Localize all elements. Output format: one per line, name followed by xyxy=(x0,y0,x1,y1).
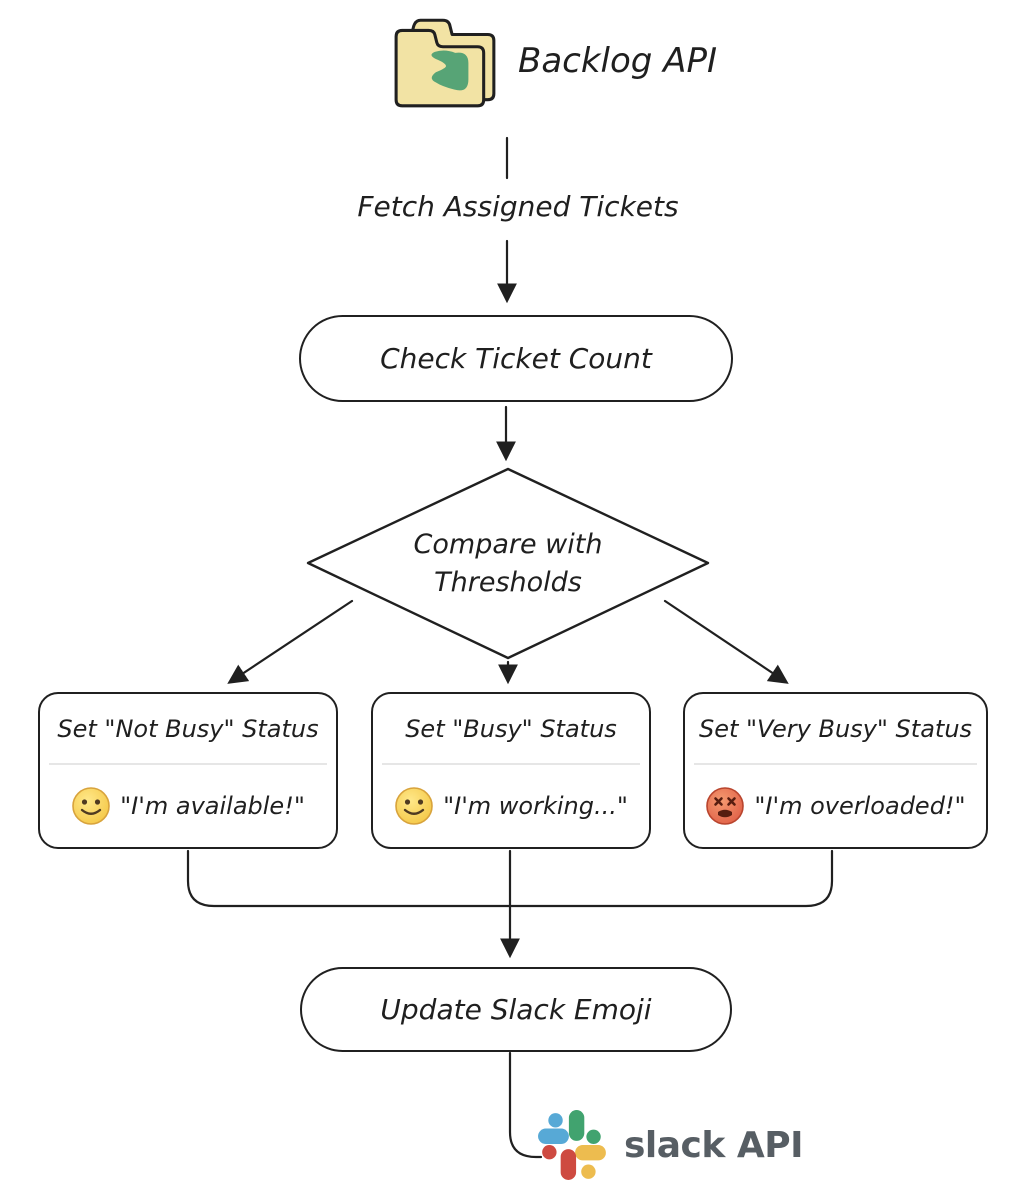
update-slack-emoji-node: Update Slack Emoji xyxy=(300,967,732,1052)
backlog-api-label: Backlog API xyxy=(518,41,717,81)
very-busy-title: Set "Very Busy" Status xyxy=(698,714,973,743)
edge-compare-to-notbusy xyxy=(227,599,354,684)
slack-logo-icon xyxy=(538,1110,606,1180)
check-ticket-count-node: Check Ticket Count xyxy=(299,315,733,402)
compare-diamond-shape xyxy=(306,467,710,660)
slightly-smiling-face-icon xyxy=(72,787,110,825)
divider xyxy=(382,763,640,765)
busy-title: Set "Busy" Status xyxy=(405,714,617,743)
slack-api-label: slack API xyxy=(624,1124,804,1166)
fetch-tickets-edge-label: Fetch Assigned Tickets xyxy=(357,190,679,223)
very-busy-status-node: Set "Very Busy" Status "I'm overloaded!" xyxy=(683,692,988,849)
busy-status-node: Set "Busy" Status "I'm working..." xyxy=(371,692,651,849)
backlog-api-node: Backlog API xyxy=(390,12,717,110)
divider xyxy=(694,763,977,765)
slightly-smiling-face-icon xyxy=(395,787,433,825)
busy-caption: "I'm working..." xyxy=(443,792,628,820)
folder-glyph xyxy=(431,50,469,91)
not-busy-caption: "I'm available!" xyxy=(120,792,305,820)
compare-thresholds-line2: Thresholds xyxy=(434,567,582,598)
folder-icon xyxy=(394,18,496,108)
not-busy-title: Set "Not Busy" Status xyxy=(57,714,319,743)
compare-thresholds-line1: Compare with xyxy=(413,529,603,560)
edge-update-to-slack xyxy=(508,1051,543,1159)
slack-api-node: slack API xyxy=(536,1108,804,1182)
compare-thresholds-label: Compare with Thresholds xyxy=(358,526,658,602)
edge-compare-to-verybusy xyxy=(663,599,789,684)
knocked-out-face-icon xyxy=(706,787,745,825)
not-busy-status-node: Set "Not Busy" Status "I'm available!" xyxy=(38,692,338,849)
very-busy-caption: "I'm overloaded!" xyxy=(754,792,966,820)
divider xyxy=(49,763,327,765)
